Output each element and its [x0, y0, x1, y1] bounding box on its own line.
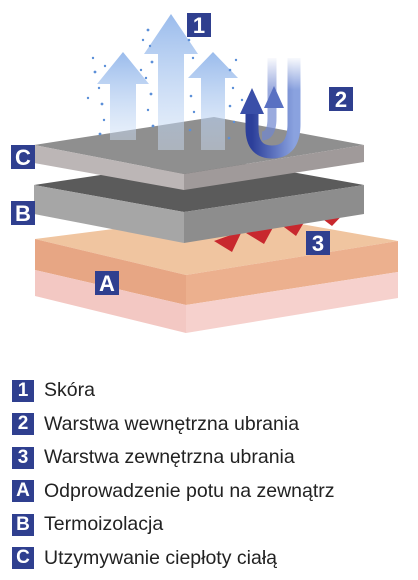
- vapour-dots: [86, 28, 244, 140]
- legend-badge: A: [12, 480, 34, 503]
- layers-diagram: 1 2 3 A B C: [11, 13, 398, 333]
- badge-2: 2: [329, 87, 353, 112]
- legend-item-2: 2 Warstwa wewnętrzna ubrania: [12, 408, 412, 442]
- legend-badge: 1: [12, 379, 34, 402]
- badge-c: C: [11, 145, 35, 170]
- legend-item-b: B Termoizolacja: [12, 508, 412, 542]
- vapour-arrow-right: [188, 52, 238, 150]
- legend-label: Odprowadzenie potu na zewnątrz: [44, 479, 335, 502]
- legend-item-1: 1 Skóra: [12, 374, 412, 408]
- legend-label: Warstwa zewnętrzna ubrania: [44, 446, 295, 469]
- legend: 1 Skóra 2 Warstwa wewnętrzna ubrania 3 W…: [12, 374, 412, 575]
- legend-badge: B: [12, 513, 34, 536]
- circulation-loop-arrow: [240, 56, 304, 159]
- legend-badge: C: [12, 547, 34, 570]
- badge-3: 3: [306, 231, 330, 256]
- legend-label: Warstwa wewnętrzna ubrania: [44, 412, 300, 435]
- legend-label: Termoizolacja: [44, 513, 164, 536]
- svg-text:C: C: [15, 145, 31, 170]
- badge-1: 1: [187, 13, 211, 38]
- svg-text:B: B: [15, 201, 31, 226]
- vapour-arrows: [97, 14, 238, 150]
- legend-item-c: C Utzymywanie ciepłoty ciałą: [12, 542, 412, 576]
- vapour-arrow-center: [144, 14, 198, 150]
- legend-label: Skóra: [44, 379, 95, 402]
- svg-text:A: A: [99, 271, 115, 296]
- legend-label: Utzymywanie ciepłoty ciałą: [44, 546, 278, 569]
- badge-a: A: [95, 271, 119, 296]
- svg-text:3: 3: [312, 231, 324, 256]
- legend-badge: 3: [12, 446, 34, 469]
- svg-text:2: 2: [335, 87, 347, 112]
- vapour-arrow-left: [97, 52, 149, 140]
- legend-badge: 2: [12, 413, 34, 436]
- svg-text:1: 1: [193, 13, 205, 38]
- legend-item-a: A Odprowadzenie potu na zewnątrz: [12, 475, 412, 509]
- legend-item-3: 3 Warstwa zewnętrzna ubrania: [12, 441, 412, 475]
- outer-layer: [34, 117, 364, 190]
- badge-b: B: [11, 201, 35, 226]
